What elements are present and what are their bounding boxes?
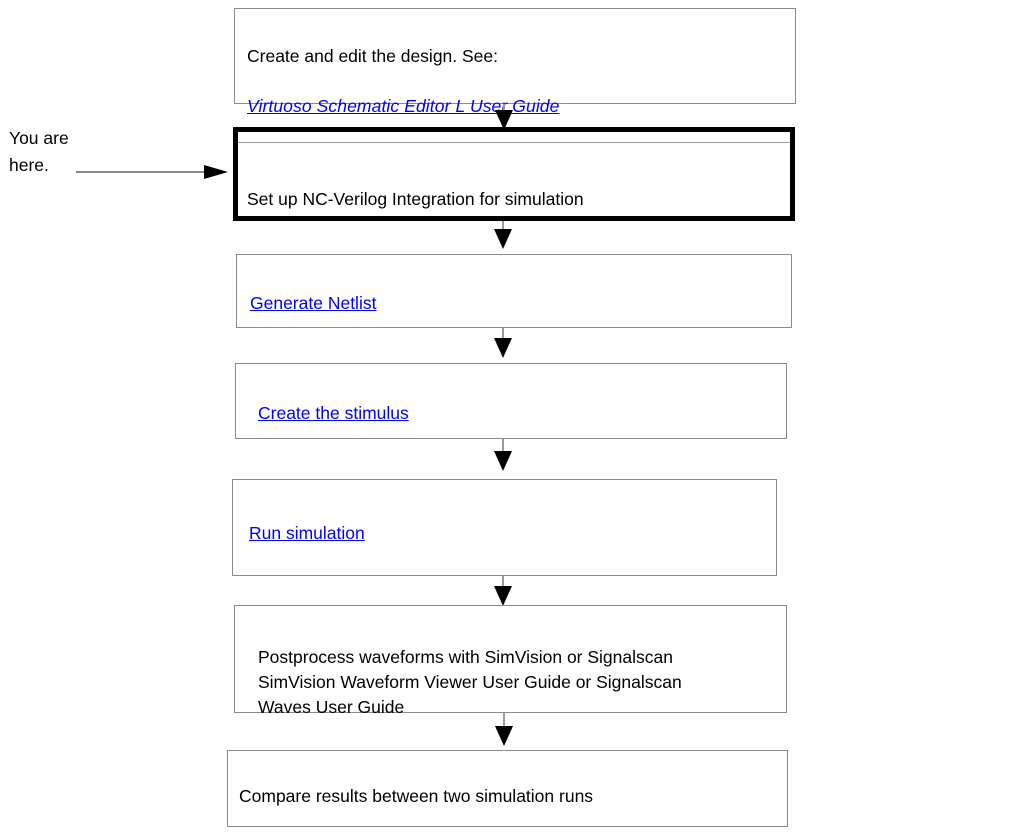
step-text: Postprocess waveforms with SimVision or … bbox=[258, 620, 778, 745]
step-box-set-up-nc-verilog-highlighted: Set up NC-Verilog Integration for simula… bbox=[233, 127, 795, 221]
you-are-here-arrow-icon bbox=[76, 165, 228, 179]
connector-stem bbox=[502, 439, 504, 457]
connector-arrow-down-4 bbox=[494, 439, 512, 473]
step-text: Create the stimulus bbox=[258, 376, 778, 451]
connector-arrowhead bbox=[494, 451, 512, 471]
inner-box-edge bbox=[238, 142, 790, 143]
connector-stem bbox=[503, 713, 505, 731]
step-text: Compare results between two simulation r… bbox=[239, 759, 779, 834]
connector-arrowhead bbox=[495, 726, 513, 746]
step-heading: Create and edit the design. See: bbox=[247, 46, 499, 66]
link-virtuoso-schematic-editor-l-user-guide[interactable]: Virtuoso Schematic Editor L User Guide bbox=[247, 96, 560, 116]
connector-stem bbox=[502, 328, 504, 344]
connector-arrowhead bbox=[494, 338, 512, 358]
arrow-head bbox=[204, 165, 228, 179]
connector-stem bbox=[502, 221, 504, 235]
arrow-stem bbox=[76, 171, 207, 173]
connector-arrow-down-5 bbox=[494, 576, 512, 608]
step-text: Run simulation bbox=[249, 496, 768, 571]
link-create-the-stimulus[interactable]: Create the stimulus bbox=[258, 403, 409, 423]
step-heading: Compare results between two simulation r… bbox=[239, 786, 594, 806]
connector-stem bbox=[503, 104, 505, 114]
you-are-here-label: You are here. bbox=[9, 128, 69, 175]
step-heading: Postprocess waveforms with SimVision or … bbox=[258, 647, 682, 717]
step-box-create-the-stimulus: Create the stimulus bbox=[235, 363, 787, 439]
connector-arrow-down-6 bbox=[495, 713, 513, 749]
step-text: Set up NC-Verilog Integration for simula… bbox=[247, 162, 782, 237]
connector-arrow-down-1 bbox=[495, 104, 513, 130]
step-box-compare-results: Compare results between two simulation r… bbox=[227, 750, 788, 827]
connector-stem bbox=[502, 576, 504, 592]
step-box-create-edit-design: Create and edit the design. See: Virtuos… bbox=[234, 8, 796, 166]
step-text: Generate Netlist bbox=[250, 266, 783, 341]
connector-arrow-down-2 bbox=[494, 221, 512, 251]
connector-arrowhead bbox=[494, 586, 512, 606]
step-heading: Set up NC-Verilog Integration for simula… bbox=[247, 189, 584, 209]
connector-arrowhead bbox=[495, 110, 513, 130]
step-box-generate-netlist: Generate Netlist bbox=[236, 254, 792, 328]
link-run-simulation[interactable]: Run simulation bbox=[249, 523, 365, 543]
step-box-postprocess-waveforms: Postprocess waveforms with SimVision or … bbox=[234, 605, 787, 717]
step-box-run-simulation: Run simulation bbox=[232, 479, 777, 576]
connector-arrow-down-3 bbox=[494, 328, 512, 360]
link-generate-netlist[interactable]: Generate Netlist bbox=[250, 293, 377, 313]
connector-arrowhead bbox=[494, 229, 512, 249]
